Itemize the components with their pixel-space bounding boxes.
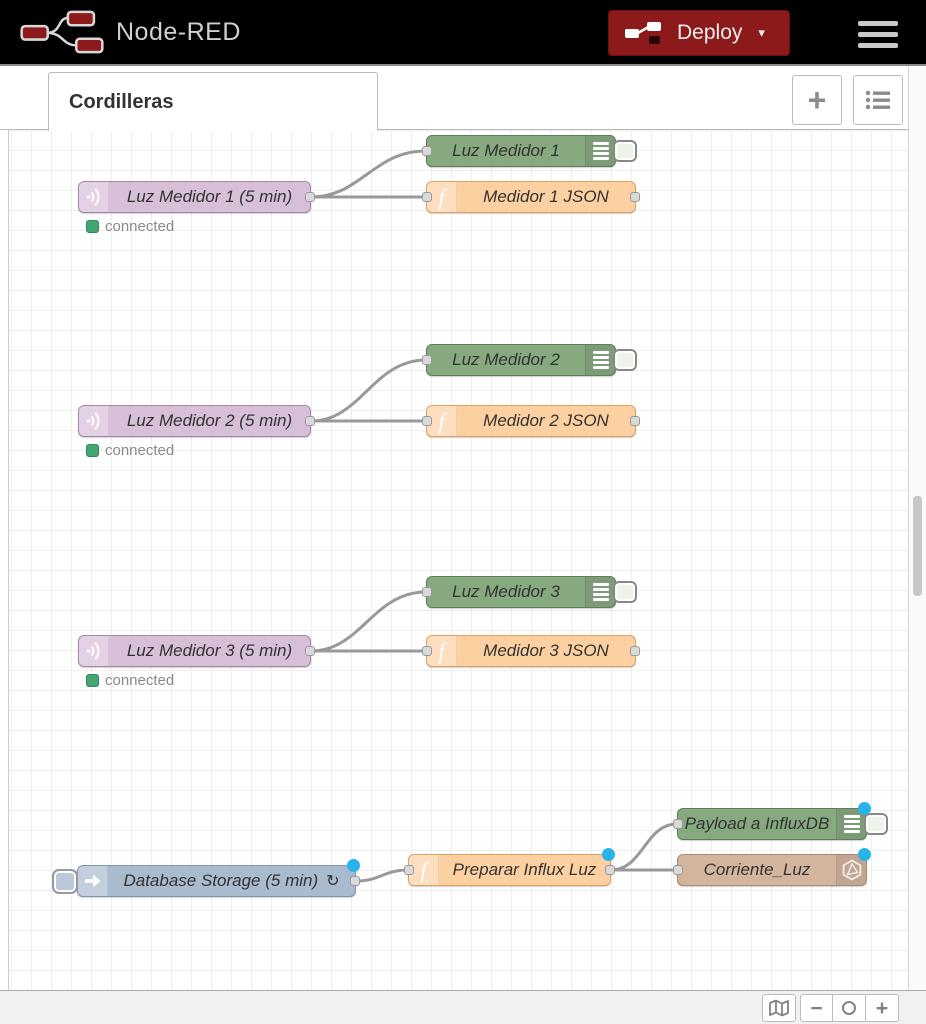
wire[interactable] xyxy=(310,149,427,199)
mqtt-signal-icon xyxy=(79,182,109,212)
debug-toggle-button[interactable] xyxy=(864,813,888,835)
vertical-scrollbar[interactable] xyxy=(908,66,926,990)
changed-indicator xyxy=(602,848,615,861)
debug-icon xyxy=(585,136,615,166)
workspace-tabbar: Cordilleras + xyxy=(0,66,908,131)
deploy-button[interactable]: Deploy ▾ xyxy=(608,10,790,56)
status-connected-icon xyxy=(86,444,99,457)
zoom-reset-button[interactable] xyxy=(833,994,866,1022)
output-port[interactable] xyxy=(630,646,640,656)
hamburger-icon xyxy=(858,20,898,26)
node-mqtt-luz-medidor-1[interactable]: Luz Medidor 1 (5 min) xyxy=(78,181,315,213)
output-port[interactable] xyxy=(605,865,615,875)
flow-list-button[interactable] xyxy=(853,75,903,125)
node-function-medidor-3-json[interactable]: f Medidor 3 JSON xyxy=(422,635,640,667)
output-port[interactable] xyxy=(630,192,640,202)
inject-arrow-icon xyxy=(78,866,108,896)
input-port[interactable] xyxy=(422,646,432,656)
function-icon: f xyxy=(409,855,439,885)
zoom-out-button[interactable]: − xyxy=(800,994,833,1022)
status-connected-icon xyxy=(86,674,99,687)
deploy-icon xyxy=(625,21,661,44)
node-debug-payload-a-influxdb[interactable]: Payload a InfluxDB xyxy=(673,802,888,840)
wire[interactable] xyxy=(610,822,678,872)
mqtt-signal-icon xyxy=(79,406,109,436)
output-port[interactable] xyxy=(350,876,360,886)
navigator-toggle-button[interactable] xyxy=(762,994,796,1022)
app-title: Node-RED xyxy=(116,17,241,46)
node-inject-database-storage[interactable]: Database Storage (5 min) ↻ xyxy=(52,859,360,897)
zoom-in-button[interactable]: + xyxy=(866,994,899,1022)
input-port[interactable] xyxy=(673,865,683,875)
input-port[interactable] xyxy=(422,192,432,202)
node-debug-luz-medidor-3[interactable]: Luz Medidor 3 xyxy=(422,576,637,608)
flow-canvas[interactable]: Luz Medidor 1 Luz Medidor 1 (5 min) conn… xyxy=(8,130,908,990)
list-icon xyxy=(865,90,890,110)
changed-indicator xyxy=(347,859,360,872)
plus-icon: + xyxy=(807,81,827,118)
debug-icon xyxy=(585,577,615,607)
input-port[interactable] xyxy=(404,865,414,875)
node-status: connected xyxy=(86,218,174,235)
node-status: connected xyxy=(86,442,174,459)
output-port[interactable] xyxy=(305,192,315,202)
wire[interactable] xyxy=(310,358,427,423)
node-red-logo: Node-RED xyxy=(20,10,241,54)
node-function-medidor-1-json[interactable]: f Medidor 1 JSON xyxy=(422,181,640,213)
zoom-reset-icon xyxy=(842,1001,856,1015)
debug-toggle-button[interactable] xyxy=(613,581,637,603)
deploy-dropdown-chevron-icon[interactable]: ▾ xyxy=(758,25,765,40)
debug-toggle-button[interactable] xyxy=(613,140,637,162)
node-influxdb-corriente-luz[interactable]: Corriente_Luz xyxy=(673,848,871,886)
wires-layer xyxy=(310,149,678,883)
debug-icon xyxy=(585,345,615,375)
input-port[interactable] xyxy=(422,587,432,597)
wire[interactable] xyxy=(310,590,427,653)
node-debug-luz-medidor-1[interactable]: Luz Medidor 1 xyxy=(422,135,637,167)
mqtt-signal-icon xyxy=(79,636,109,666)
output-port[interactable] xyxy=(305,646,315,656)
tab-cordilleras[interactable]: Cordilleras xyxy=(48,72,378,131)
node-mqtt-luz-medidor-2[interactable]: Luz Medidor 2 (5 min) xyxy=(78,405,315,437)
node-debug-luz-medidor-2[interactable]: Luz Medidor 2 xyxy=(422,344,637,376)
repeat-icon: ↻ xyxy=(326,873,340,890)
debug-toggle-button[interactable] xyxy=(613,349,637,371)
node-status: connected xyxy=(86,672,174,689)
input-port[interactable] xyxy=(422,416,432,426)
deploy-label: Deploy xyxy=(677,21,743,44)
output-port[interactable] xyxy=(630,416,640,426)
plus-icon: + xyxy=(875,996,889,1020)
scrollbar-thumb[interactable] xyxy=(913,496,922,596)
inject-trigger-button[interactable] xyxy=(52,869,78,894)
node-function-preparar-influx-luz[interactable]: f Preparar Influx Luz xyxy=(404,848,615,886)
node-mqtt-luz-medidor-3[interactable]: Luz Medidor 3 (5 min) xyxy=(78,635,315,667)
output-port[interactable] xyxy=(305,416,315,426)
function-icon: f xyxy=(427,182,457,212)
tab-label: Cordilleras xyxy=(69,90,174,113)
function-icon: f xyxy=(427,636,457,666)
footer-toolbar: − + xyxy=(0,990,926,1024)
debug-icon xyxy=(836,809,866,839)
header: Node-RED Deploy ▾ xyxy=(0,0,926,66)
wire[interactable] xyxy=(355,868,409,883)
node-function-medidor-2-json[interactable]: f Medidor 2 JSON xyxy=(422,405,640,437)
input-port[interactable] xyxy=(673,819,683,829)
minus-icon: − xyxy=(810,996,823,1020)
zoom-controls: − + xyxy=(800,994,899,1022)
changed-indicator xyxy=(858,848,871,861)
input-port[interactable] xyxy=(422,146,432,156)
changed-indicator xyxy=(858,802,871,815)
add-flow-button[interactable]: + xyxy=(792,75,842,125)
main-menu-button[interactable] xyxy=(858,16,902,52)
status-connected-icon xyxy=(86,220,99,233)
function-icon: f xyxy=(427,406,457,436)
input-port[interactable] xyxy=(422,355,432,365)
node-red-logo-icon xyxy=(20,10,104,54)
map-icon xyxy=(769,999,789,1017)
